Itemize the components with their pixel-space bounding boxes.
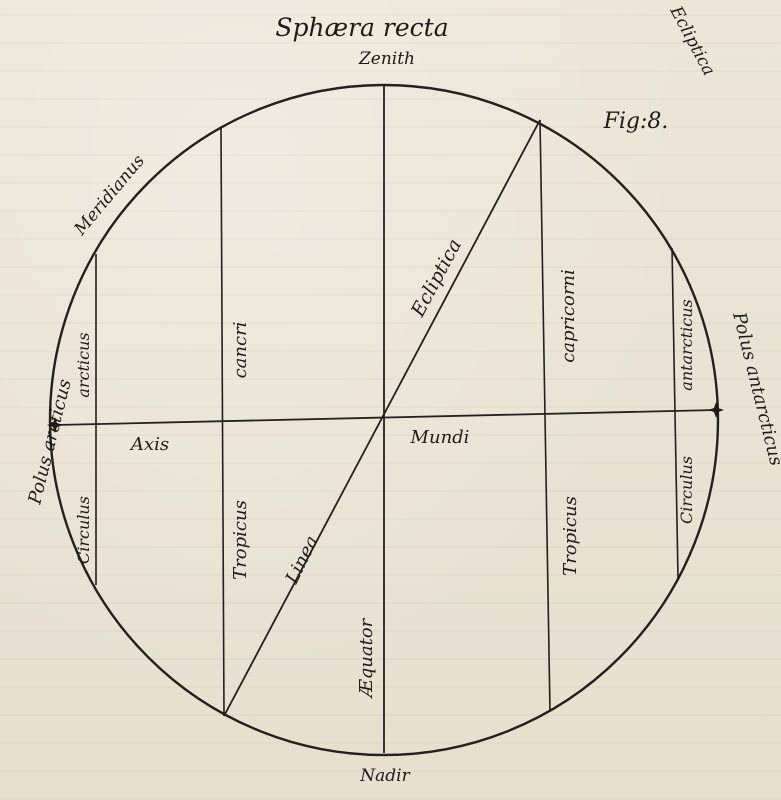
circulus-arcticus-label-2: arcticus <box>74 332 93 397</box>
tropicus-cancri-label-2: cancri <box>230 322 251 379</box>
ecliptica-label: Ecliptica <box>407 235 467 321</box>
antarctic-circle-line <box>671 247 679 579</box>
tropic-cancer-line <box>220 127 225 717</box>
ecliptic-line <box>223 119 541 717</box>
linea-label: Linea <box>281 532 323 588</box>
circulus-antarcticus-label-2: antarcticus <box>677 299 696 390</box>
tropic-capricorn-line <box>539 119 551 713</box>
zenith-label: Zenith <box>358 49 415 69</box>
tropicus-capricorni-label-1: Tropicus <box>560 496 581 576</box>
corner-text: Ecliptica <box>665 2 719 79</box>
axis-label: Axis <box>129 434 169 455</box>
tropicus-capricorni-label-2: capricorni <box>558 269 579 363</box>
polus-arcticus-star-icon <box>47 417 63 433</box>
diagram-title: Sphæra recta <box>275 13 448 42</box>
tropicus-cancri-label-1: Tropicus <box>230 500 251 580</box>
axis-mundi-line <box>54 409 717 426</box>
figure-label: Fig:8. <box>603 109 669 134</box>
circulus-arcticus-label-1: Circulus <box>74 496 93 564</box>
mundi-label: Mundi <box>410 427 470 448</box>
polus-arcticus-label: Polus arcticus <box>24 377 76 507</box>
aequator-label: Æquator <box>356 617 377 699</box>
polus-antarcticus-label: Polus antarcticus <box>728 309 781 468</box>
nadir-label: Nadir <box>359 766 410 786</box>
circulus-antarcticus-label-1: Circulus <box>677 456 696 524</box>
polus-antarcticus-star-icon <box>708 402 724 418</box>
sphere-circle <box>48 83 720 757</box>
